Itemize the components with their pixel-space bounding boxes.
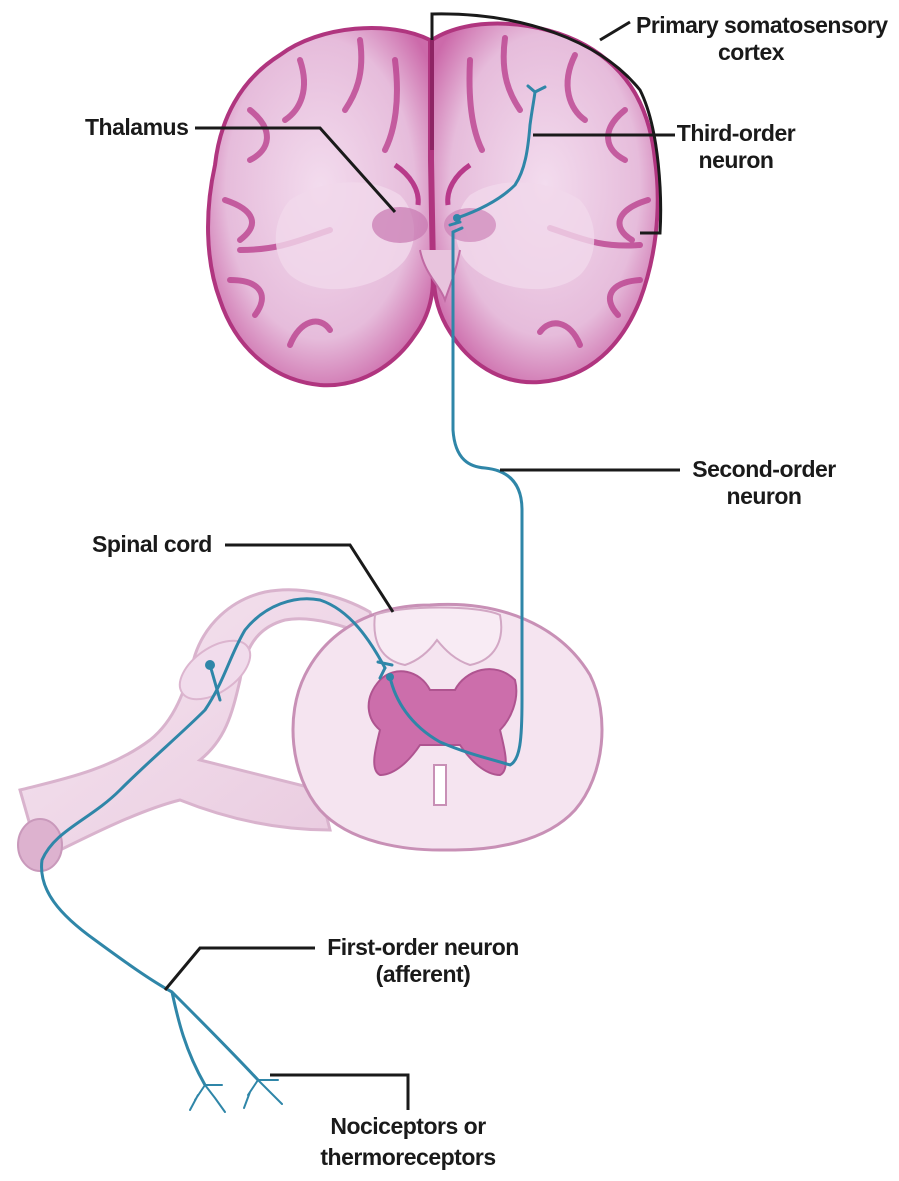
second-order-label-line1: Second-order [684,456,844,483]
first-order-label-line1: First-order neuron [318,934,528,961]
nerve-cut-end [18,819,62,871]
brain-section [208,24,658,386]
receptors-label-line2: thermoreceptors [318,1142,498,1173]
spinal-cord-label: Spinal cord [92,531,212,558]
primary-cortex-label: Primary somatosensory cortex [636,12,888,66]
ganglion-cell-body [205,660,215,670]
primary-cortex-label-line2: cortex [636,39,888,66]
third-order-label-line2: neuron [676,147,796,174]
third-order-label-line1: Third-order [676,120,796,147]
first-order-neuron-label: First-order neuron (afferent) [318,934,528,988]
primary-cortex-label-line1: Primary somatosensory [636,12,888,39]
receptors-label-line1: Nociceptors or [318,1111,498,1142]
second-order-neuron-label: Second-order neuron [684,456,844,510]
first-order-label-line2: (afferent) [318,961,528,988]
thalamus-label: Thalamus [85,114,188,141]
second-order-label-line2: neuron [684,483,844,510]
spinal-cord-section [18,590,602,871]
receptors-label: Nociceptors or thermoreceptors [318,1111,498,1173]
third-order-neuron-label: Third-order neuron [676,120,796,174]
thalamus-region [372,207,428,243]
